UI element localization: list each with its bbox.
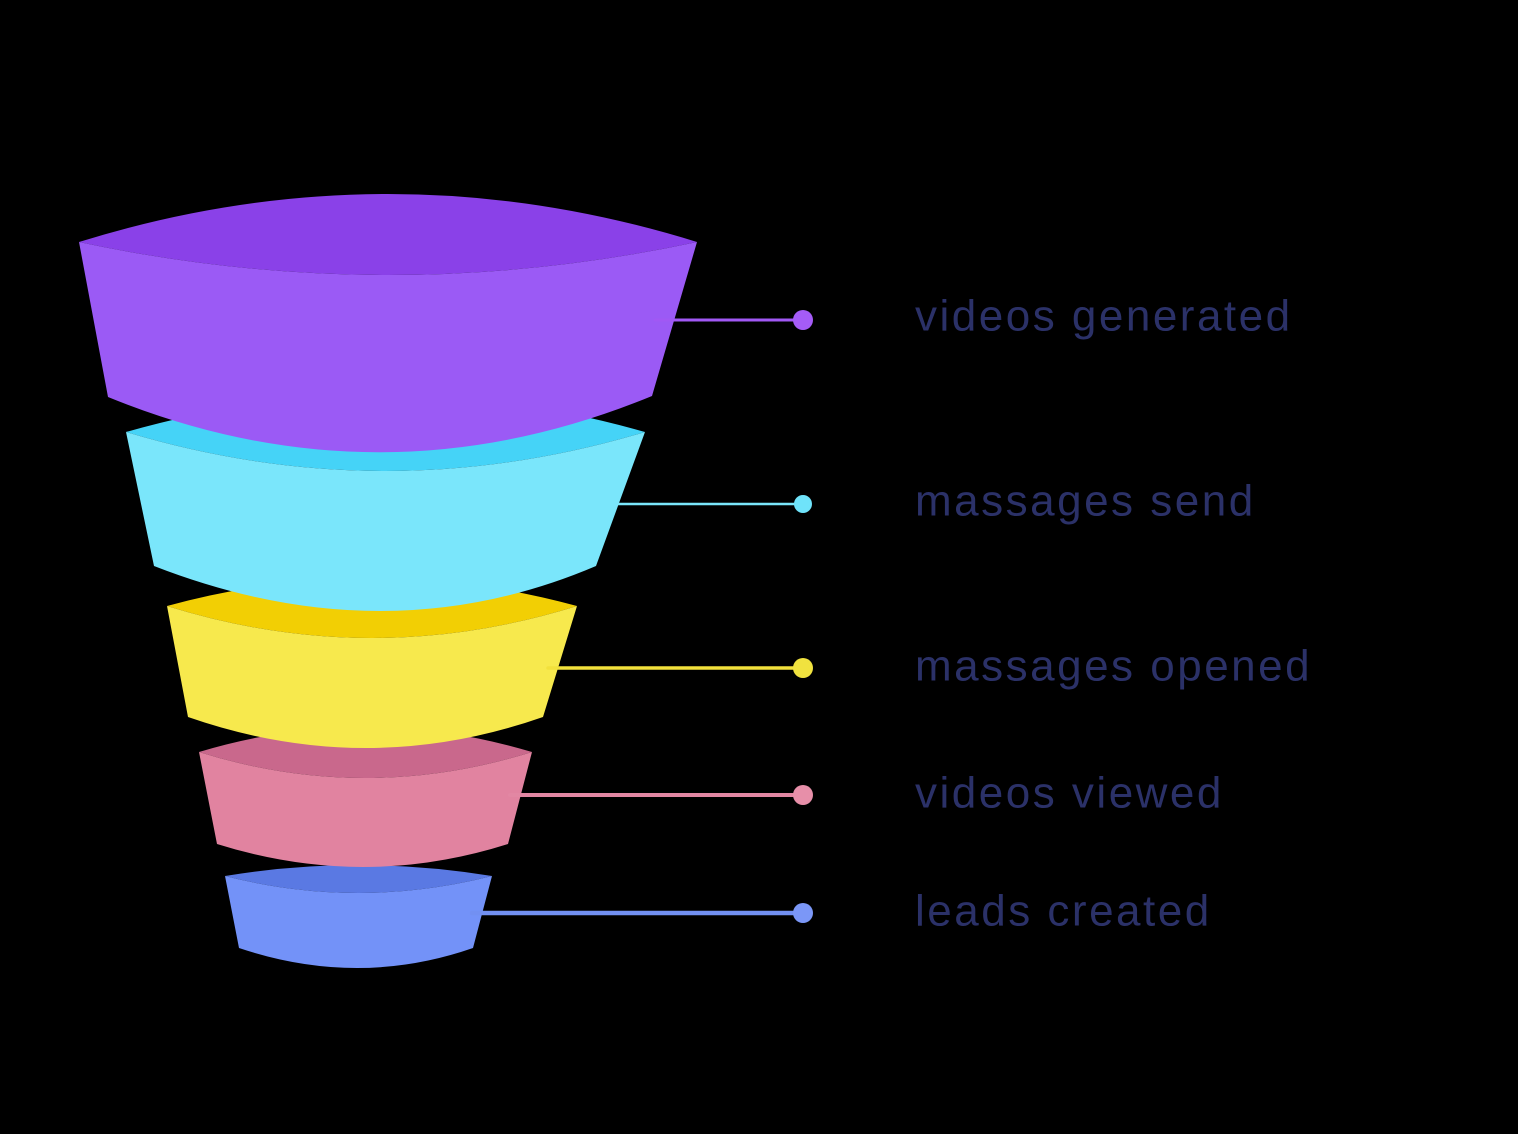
- funnel-segment-leads-created-top: [225, 865, 492, 893]
- funnel-segment-videos-viewed: [199, 727, 532, 867]
- funnel-segment-videos-viewed-face: [199, 752, 532, 867]
- label-videos-viewed: videos viewed: [915, 769, 1224, 818]
- funnel-segment-massages-send-face: [126, 432, 645, 611]
- label-massages-send: massages send: [915, 477, 1256, 526]
- label-massages-opened: massages opened: [915, 642, 1312, 691]
- funnel-segment-videos-generated: [79, 194, 697, 453]
- connector-dot-massages-opened: [793, 658, 813, 678]
- funnel-segment-massages-opened-face: [167, 606, 577, 748]
- label-videos-generated: videos generated: [915, 292, 1293, 341]
- funnel-segment-videos-generated-top: [79, 194, 697, 275]
- label-leads-created: leads created: [915, 887, 1212, 936]
- connector-dot-massages-send: [794, 495, 812, 513]
- funnel-segment-leads-created-face: [225, 876, 492, 968]
- funnel-segment-videos-generated-face: [79, 242, 697, 453]
- funnel-segment-leads-created: [225, 865, 492, 968]
- connector-dot-videos-viewed: [793, 785, 813, 805]
- connector-dot-leads-created: [793, 903, 813, 923]
- connector-dot-videos-generated: [793, 310, 813, 330]
